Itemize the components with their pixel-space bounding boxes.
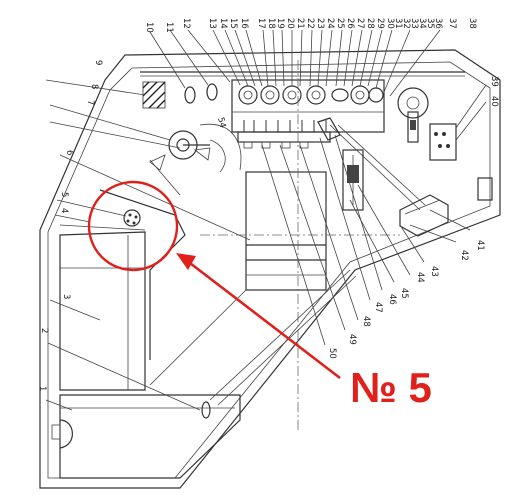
label-11: 11: [164, 22, 174, 33]
part-number-labels: 10 11 12 13 14 15 16 17 18 19 20 21 22 2…: [37, 18, 499, 391]
label-21: 21: [295, 18, 305, 29]
label-22: 22: [305, 18, 315, 29]
label-20: 20: [285, 18, 295, 29]
left-leader-lines: [45, 79, 251, 411]
left-column: [59, 231, 146, 391]
callout-arrowhead: [176, 253, 196, 270]
label-43: 43: [429, 266, 439, 277]
center-block: [245, 171, 327, 291]
label-10: 10: [144, 22, 154, 33]
label-16: 16: [239, 18, 249, 29]
label-2: 2: [39, 328, 49, 333]
callout-arrow-line: [185, 258, 341, 380]
label-46: 46: [387, 294, 397, 305]
label-24: 24: [325, 18, 335, 29]
long-diagonals: [149, 269, 357, 406]
label-13: 13: [207, 18, 217, 29]
fuse-bar: [237, 131, 331, 149]
component-5: [123, 209, 141, 227]
left-structure: [99, 189, 186, 360]
label-34: 34: [417, 18, 427, 29]
top-leader-lines: [149, 29, 441, 97]
hatched-block: [142, 81, 166, 109]
label-47: 47: [373, 302, 383, 313]
label-42: 42: [459, 250, 469, 261]
left-panel-line: [59, 224, 146, 231]
lamp-11: [206, 83, 218, 101]
callout-label: № 5: [350, 364, 432, 411]
tilted-module: [317, 117, 341, 141]
outer-hull-outline: [39, 49, 501, 489]
label-8: 8: [89, 84, 99, 89]
label-27: 27: [355, 18, 365, 29]
label-1: 1: [37, 386, 47, 391]
label-9: 9: [93, 60, 103, 65]
right-lower-unit: [399, 194, 449, 237]
right-leaders: [409, 84, 487, 243]
right-dial-assembly: [397, 87, 429, 143]
inner-hull-outline: [47, 61, 491, 479]
lower-seat-area: [51, 394, 241, 479]
label-17: 17: [256, 18, 266, 29]
label-29: 29: [375, 18, 385, 29]
instrument-panel: [231, 79, 385, 133]
label-44: 44: [415, 272, 425, 283]
steering-assembly: [149, 123, 242, 196]
label-5: 5: [59, 192, 69, 197]
diagonal-line-b: [337, 124, 426, 206]
red-callout: № 5: [87, 180, 432, 411]
label-28: 28: [365, 18, 375, 29]
label-30: 30: [385, 18, 395, 29]
highlight-circle: [87, 180, 179, 272]
label-3: 3: [61, 294, 71, 299]
label-33: 33: [409, 18, 419, 29]
right-bracket: [477, 177, 493, 201]
label-7: 7: [85, 100, 95, 105]
label-14: 14: [218, 18, 228, 29]
label-12: 12: [181, 18, 191, 29]
label-39: 39: [489, 76, 499, 87]
label-38: 38: [467, 18, 477, 29]
bottom-leader-lines: [261, 134, 425, 346]
label-54: 54: [215, 116, 227, 129]
label-18: 18: [266, 18, 276, 29]
label-31: 31: [393, 18, 403, 29]
diagonal-line-a: [329, 124, 421, 211]
label-41: 41: [475, 240, 485, 251]
label-48: 48: [361, 316, 371, 327]
label-50: 50: [327, 348, 337, 359]
lamp-10: [184, 86, 196, 104]
right-panel-box: [429, 123, 457, 161]
label-26: 26: [345, 18, 355, 29]
label-19: 19: [275, 18, 285, 29]
label-49: 49: [347, 334, 357, 345]
label-6: 6: [64, 150, 74, 155]
label-45: 45: [399, 288, 409, 299]
label-15: 15: [228, 18, 238, 29]
label-4: 4: [59, 208, 69, 213]
label-36: 36: [433, 18, 443, 29]
label-23: 23: [315, 18, 325, 29]
label-37: 37: [447, 18, 457, 29]
label-32: 32: [401, 18, 411, 29]
label-40: 40: [489, 96, 499, 107]
label-35: 35: [425, 18, 435, 29]
vertical-module: [342, 149, 364, 211]
label-25: 25: [335, 18, 345, 29]
